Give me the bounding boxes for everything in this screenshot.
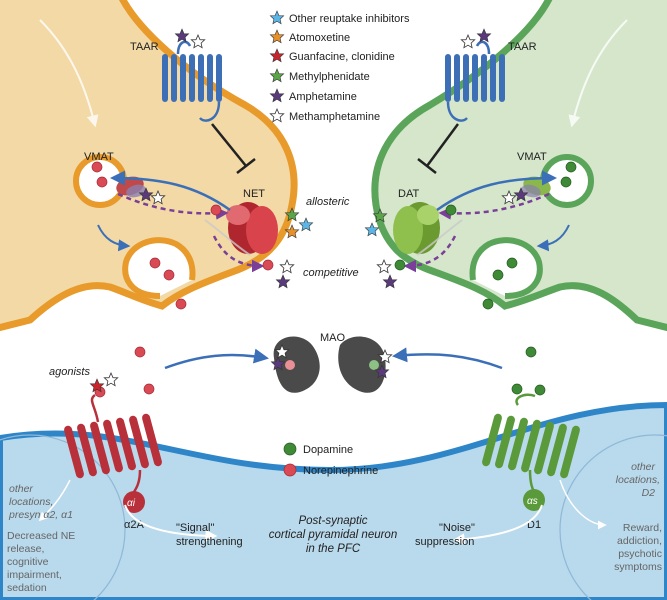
agonist-methamphetamine-star [103,372,119,387]
dat-label: DAT [398,188,419,200]
alpha-i-label: αi [127,498,136,509]
da-vesicle-uptake-arrow [436,170,557,212]
da-cytosol-arrow [416,219,463,256]
legend-other-reuptake-star [269,10,285,25]
ne-cytosol-arrow [204,219,251,256]
right-other-locations-circle [559,434,667,600]
alpha2a-label: α2A [124,519,144,531]
mao-label: MAO [320,332,346,344]
d1-label: D1 [527,519,541,531]
norepinephrine-legend-dot [283,463,297,477]
left-effect-line4: impairment, [7,569,62,581]
taar-left-methamphetamine-star [190,34,206,49]
postsynaptic-title-line1: Post-synaptic [298,515,367,527]
dat-competitive-amphetamine-star [382,274,398,289]
agonists-label: agonists [49,366,90,378]
dopamine-legend-label: Dopamine [303,444,353,456]
da-flow-arrow [568,19,628,128]
left-other-locations-line3: presyn α2, α1 [8,509,73,521]
alpha-i-subunit [123,491,145,513]
taar-right-receptor [445,40,505,122]
da-release-arrow [536,224,570,252]
vmat-left-label: VMAT [84,151,114,163]
alpha-s-subunit [523,489,545,511]
legend-atomoxetine-star [269,29,285,44]
legend-amphetamine-star [269,88,285,103]
signal-arrow [124,504,218,542]
right-effect-line2: addiction, [617,535,662,547]
da-efflux-arrow [403,235,457,273]
left-effect-line5: sedation [7,582,47,594]
taar-left-inhibition [211,123,256,174]
taar-right-inhibition [417,123,460,174]
ne-efflux-arrow [212,235,265,273]
postsynaptic-title-line3: in the PFC [306,543,361,555]
dopamine-legend-dot [283,442,297,456]
mao-enzyme-right [338,336,386,393]
taar-right-methamphetamine-star [460,34,476,49]
net-competitive-amphetamine-star [275,274,291,289]
noise-label-line2: suppression [415,536,474,548]
legend-methamphetamine-label: Methamphetamine [289,111,380,123]
taar-left-label: TAAR [130,41,159,53]
left-other-locations-line2: locations, [9,496,53,508]
taar-right-label: TAAR [508,41,537,53]
ne-flow-arrow [39,19,99,128]
net-other-inhibitor-star [298,217,314,232]
vmat-right-label: VMAT [517,151,547,163]
left-effect-line2: release, [7,543,44,555]
ne-releasing-vesicle [122,237,196,299]
left-effect-line1: Decreased NE [7,530,75,542]
legend-methylphenidate-star [269,68,285,83]
right-effect-line1: Reward, [623,522,662,534]
dopamine-molecules [394,161,577,396]
noise-label-line1: "Noise" [439,522,475,534]
legend-guanfacine-star [269,48,285,63]
da-to-mao-arrow [392,347,503,370]
legend-guanfacine-label: Guanfacine, clonidine [289,51,395,63]
signal-label-line2: strengthening [176,536,243,548]
net-transporter [226,202,278,254]
ne-release-arrow [97,224,131,252]
alpha-s-label: αs [527,496,538,507]
left-effect-line3: cognitive [7,556,49,568]
da-releasing-vesicle [469,237,543,299]
legend-amphetamine-label: Amphetamine [289,91,357,103]
legend-other-reuptake-label: Other reuptake inhibitors [289,13,410,25]
right-other-locations-line3: D2 [642,487,656,499]
left-other-locations-circle [0,434,126,600]
taar-right-amphetamine-star [476,28,492,43]
norepinephrine-legend-label: Norepinephrine [303,465,378,477]
legend-methamphetamine-star [269,108,285,123]
right-effect-line4: symptoms [614,561,662,573]
ne-reverse-transport-arrow [117,192,229,220]
net-competitive-methamphetamine-star [279,259,295,274]
ne-vesicle-uptake-arrow [110,170,231,212]
right-other-locations-line2: locations, [616,474,660,486]
da-reverse-transport-arrow [438,192,550,220]
postsynaptic-title-line2: cortical pyramidal neuron [269,529,397,541]
taar-left-receptor [162,40,222,122]
right-other-arrow [559,479,607,530]
dat-other-inhibitor-star [364,222,380,237]
right-other-locations-line1: other [631,461,655,473]
ne-to-mao-arrow [164,348,269,370]
legend-atomoxetine-label: Atomoxetine [289,32,350,44]
left-other-arrow [38,479,71,522]
dat-transporter [393,202,440,254]
left-other-locations-line1: other [9,483,33,495]
legend-methylphenidate-label: Methylphenidate [289,71,370,83]
d1-receptor [482,393,580,495]
allosteric-label: allosteric [306,196,350,208]
net-label: NET [243,188,265,200]
dat-competitive-methamphetamine-star [376,259,392,274]
noise-arrow [452,504,543,546]
taar-left-amphetamine-star [174,28,190,43]
competitive-label: competitive [303,267,359,279]
signal-label-line1: "Signal" [176,522,214,534]
right-effect-line3: psychotic [618,548,662,560]
drug-legend: Other reuptake inhibitors Atomoxetine Gu… [269,10,410,123]
